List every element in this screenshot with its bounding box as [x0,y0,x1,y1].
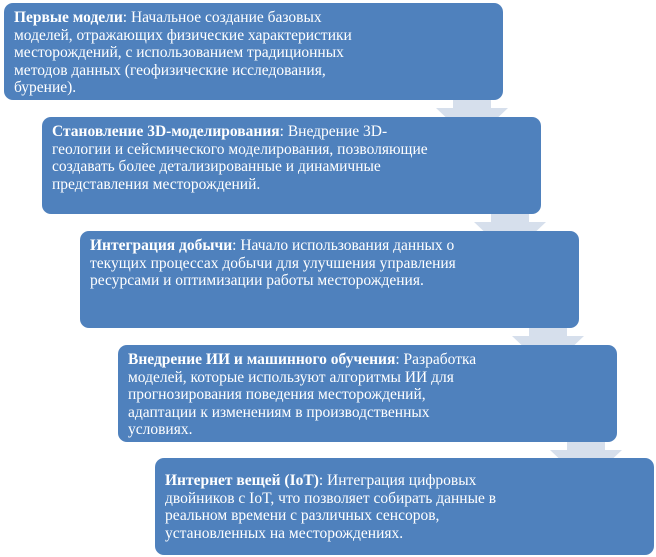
stage-title: Интеграция добычи [90,237,233,254]
stage-box-production-integration: Интеграция добычи: Начало использования … [80,231,579,328]
stage-text: : Разработка моделей, которые используют… [128,351,477,439]
stage-text: : Интеграция цифровых двойников с IoT, ч… [165,472,497,542]
stage-title: Первые модели [14,9,123,26]
stage-box-first-models: Первые модели: Начальное создание базовы… [4,3,503,100]
stage-box-3d-modeling: Становление 3D-моделирования: Внедрение … [42,117,541,214]
stage-box-iot: Интернет вещей (IoT): Интеграция цифровы… [155,458,654,555]
stage-title: Становление 3D-моделирования [52,123,280,140]
stage-box-ai-ml: Внедрение ИИ и машинного обучения: Разра… [118,345,617,442]
stage-title: Внедрение ИИ и машинного обучения [128,351,396,368]
stage-title: Интернет вещей (IoT) [165,472,319,489]
stage-text: : Внедрение 3D-геологии и сейсмического … [52,123,428,193]
stage-text: : Начало использования данных о текущих … [90,237,456,290]
stage-text: : Начальное создание базовых моделей, от… [14,9,352,97]
